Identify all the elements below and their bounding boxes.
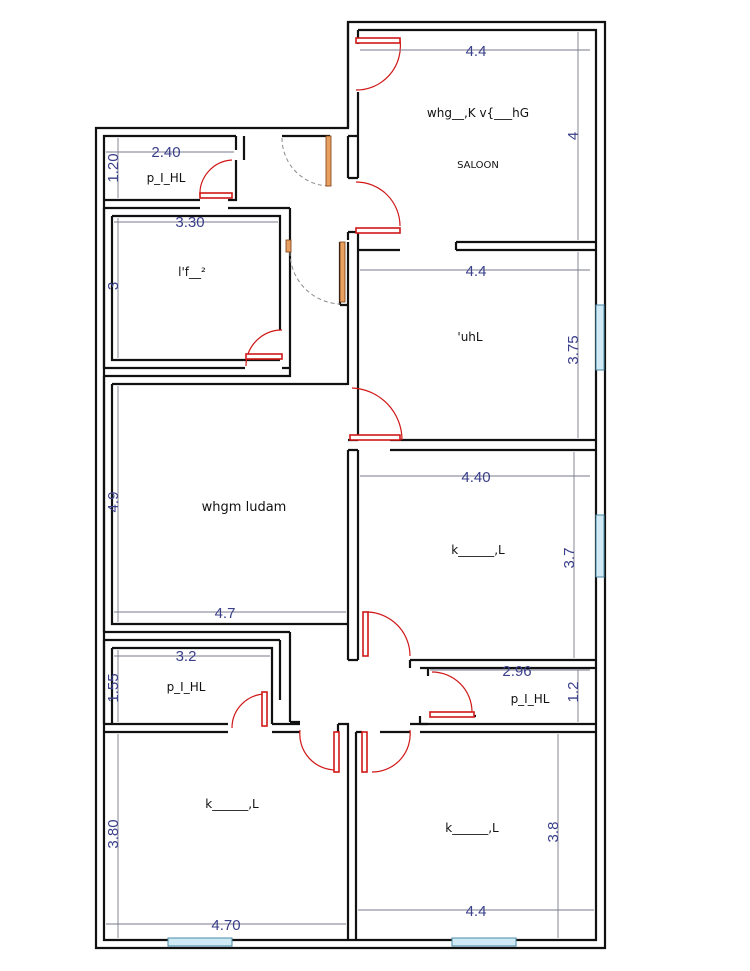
dim-bedroom-br-width: 4.4 <box>466 903 487 920</box>
room-label-bedroom-bl: k______,L <box>205 797 259 811</box>
room-label-bedroom-mid: k______,L <box>451 543 505 557</box>
room-label-bath-left: p_I_HL <box>167 680 206 694</box>
doors <box>199 37 475 773</box>
door-leaf-kitchen <box>245 353 283 360</box>
dim-bedroom-mid-height: 3.7 <box>561 548 578 569</box>
bath-right-walls <box>408 658 596 726</box>
dimension-labels: 4.4 4 2.40 1.20 3.30 3 4.4 3.75 4.9 4.7 … <box>105 43 582 934</box>
dim-bedroom-bl-height: 3.80 <box>105 819 122 848</box>
dim-bath-top-width: 2.40 <box>151 144 180 161</box>
door-arc-bedroom-br <box>371 729 411 773</box>
room-label-bath-top: p_I_HL <box>147 171 186 185</box>
door-arc-bath-left <box>231 693 267 729</box>
dim-salon-width: 4.4 <box>466 43 487 60</box>
door-leaf-bath-left <box>261 691 268 727</box>
room-label-bedroom-br: k______,L <box>445 821 499 835</box>
room-label-salon-ar: whg__,K v{___hG <box>427 106 529 120</box>
dim-bath-left-width: 3.2 <box>176 648 197 665</box>
salon-left-wall <box>346 22 360 178</box>
door-arc-bath-right <box>431 671 473 713</box>
dimension-lines <box>106 32 594 938</box>
room-label-kitchen: l'f__² <box>178 265 206 279</box>
windows <box>167 304 605 947</box>
door-arc-corridor-kitchen <box>289 251 341 305</box>
window-bottom-right <box>451 937 517 947</box>
door-frame-kitchen <box>285 239 292 253</box>
bath-left-walls <box>102 640 300 734</box>
door-arc-corridor-top <box>281 137 331 187</box>
dim-bath-right-width: 2.96 <box>502 663 531 680</box>
window-bedroom-mid <box>595 514 605 578</box>
door-leaf-bedroom-br <box>361 731 368 773</box>
dim-bath-right-height: 1.2 <box>565 682 582 703</box>
door-arc-bedroom-mid <box>367 611 411 657</box>
door-leaf-dining <box>349 434 401 441</box>
room-labels: whg__,K v{___hG SALOON p_I_HL l'f__² 'uh… <box>147 106 550 835</box>
dim-bath-top-height: 1.20 <box>105 153 122 182</box>
door-arc-bath-top <box>199 159 233 197</box>
bottom-walls <box>336 722 596 940</box>
living-bottom-walls <box>104 630 292 722</box>
door-arc-dining <box>351 387 403 441</box>
dining-walls <box>346 232 596 662</box>
room-label-bath-right: p_I_HL <box>511 692 550 706</box>
door-leaf-salon-bottom <box>355 227 401 234</box>
door-frame-corridor-top <box>325 135 332 187</box>
living-left-wall <box>102 376 348 632</box>
dim-living-height: 4.9 <box>105 492 122 513</box>
dim-living-width: 4.7 <box>215 605 236 622</box>
room-label-dining: 'uhL <box>457 330 483 344</box>
door-arc-salon-top <box>355 39 402 91</box>
door-frame-corridor <box>339 241 346 303</box>
dim-bedroom-mid-width: 4.40 <box>461 469 490 486</box>
door-leaf-bath-right <box>429 711 475 718</box>
room-label-salon-en: SALOON <box>457 160 499 171</box>
dim-bedroom-br-height: 3.8 <box>545 822 562 843</box>
walls <box>94 20 607 950</box>
door-leaf-bedroom-bl <box>333 731 340 773</box>
door-leaf-bath-top <box>199 192 233 199</box>
door-arc-bedroom-bl <box>299 729 337 771</box>
dim-dining-height: 3.75 <box>565 335 582 364</box>
room-label-living: whgm ludam <box>202 500 287 515</box>
salon-dining-divider <box>358 230 596 252</box>
outer-wall-inner <box>102 28 598 942</box>
door-leaf-bedroom-mid <box>362 611 369 657</box>
door-leaf-salon-top <box>355 37 401 44</box>
bath-top-walls <box>104 136 290 210</box>
door-arc-salon-bottom <box>355 181 401 227</box>
window-bottom-left <box>167 937 233 947</box>
dim-bedroom-bl-width: 4.70 <box>211 917 240 934</box>
window-dining <box>595 304 605 371</box>
dim-kitchen-width: 3.30 <box>175 214 204 231</box>
kitchen-walls <box>102 208 292 378</box>
dim-kitchen-height: 3 <box>105 282 122 290</box>
dim-salon-height: 4 <box>565 132 582 140</box>
dim-bath-left-height: 1.55 <box>105 673 122 702</box>
dim-dining-width: 4.4 <box>466 263 487 280</box>
